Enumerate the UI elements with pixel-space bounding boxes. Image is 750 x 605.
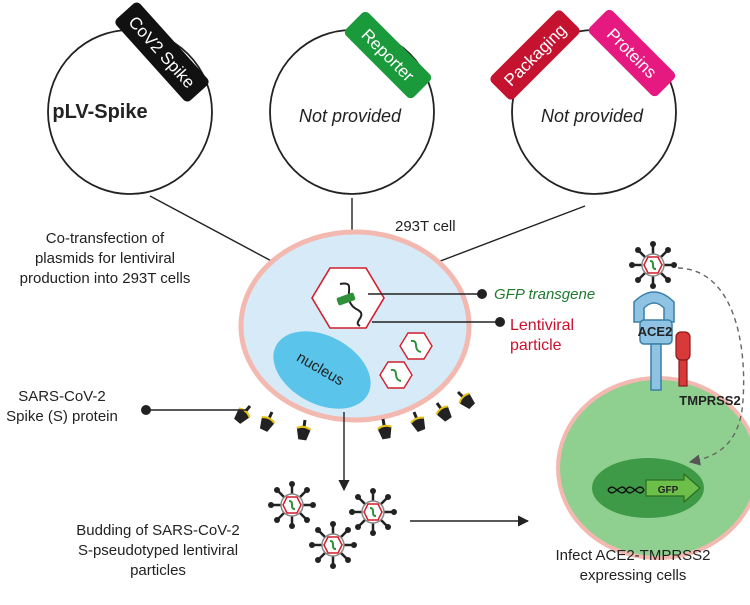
rna-strand bbox=[339, 282, 363, 327]
lentiviral-particle-small bbox=[379, 361, 413, 389]
label-infect: Infect ACE2-TMPRSS2 expressing cells bbox=[555, 547, 710, 584]
label-ace2: ACE2 bbox=[638, 324, 673, 339]
label-cotransfection: Co-transfection of plasmids for lentivir… bbox=[20, 230, 191, 287]
svg-text:Infect ACE2-TMPRSS2: Infect ACE2-TMPRSS2 bbox=[555, 547, 710, 564]
arrow-packaging-to-cell bbox=[420, 205, 586, 270]
svg-text:expressing cells: expressing cells bbox=[580, 567, 687, 584]
svg-text:Budding of SARS-CoV-2: Budding of SARS-CoV-2 bbox=[76, 522, 239, 539]
label-gfp-transgene: GFP transgene bbox=[494, 286, 595, 303]
svg-text:particles: particles bbox=[130, 562, 186, 579]
label-tmprss2: TMPRSS2 bbox=[679, 393, 740, 408]
svg-text:S-pseudotyped lentiviral: S-pseudotyped lentiviral bbox=[78, 542, 238, 559]
svg-text:Spike (S) protein: Spike (S) protein bbox=[6, 408, 118, 425]
label-lentiviral: Lentiviral bbox=[510, 317, 574, 334]
plasmid-reporter: Reporter Not provided bbox=[269, 11, 435, 195]
svg-text:Co-transfection of: Co-transfection of bbox=[46, 230, 165, 247]
arrow-spike-to-cell bbox=[149, 195, 293, 273]
plasmid-name-spike: pLV-Spike bbox=[52, 101, 147, 123]
budded-virions bbox=[266, 479, 399, 571]
svg-text:plasmids for lentiviral: plasmids for lentiviral bbox=[35, 250, 175, 267]
label-spike-protein: SARS-CoV-2 Spike (S) protein bbox=[6, 388, 118, 425]
cell-293t: nucleus bbox=[230, 229, 479, 443]
target-cell: GFP bbox=[556, 376, 750, 560]
ace2-receptor: ACE2 bbox=[633, 291, 675, 391]
plasmid-name-packaging: Not provided bbox=[541, 106, 644, 126]
label-gfp: GFP bbox=[658, 485, 679, 496]
label-293t-cell: 293T cell bbox=[395, 218, 456, 235]
nucleus bbox=[273, 331, 371, 409]
plasmid-packaging: Packaging Proteins Not provided bbox=[490, 9, 677, 195]
label-particle: particle bbox=[510, 337, 562, 354]
svg-text:SARS-CoV-2: SARS-CoV-2 bbox=[18, 388, 106, 405]
lentiviral-particle-small bbox=[399, 332, 433, 360]
plasmid-pLV-spike: CoV2 Spike pLV-Spike bbox=[47, 2, 213, 195]
label-budding: Budding of SARS-CoV-2 S-pseudotyped lent… bbox=[76, 522, 239, 579]
binding-virion bbox=[627, 239, 679, 291]
tmprss2-protease: TMPRSS2 bbox=[675, 331, 741, 408]
gfp-transgene-mark bbox=[336, 292, 356, 306]
plasmid-name-reporter: Not provided bbox=[299, 106, 402, 126]
svg-text:production into 293T cells: production into 293T cells bbox=[20, 270, 191, 287]
infection-path bbox=[677, 267, 745, 466]
gfp-gene-arrow bbox=[645, 472, 701, 504]
